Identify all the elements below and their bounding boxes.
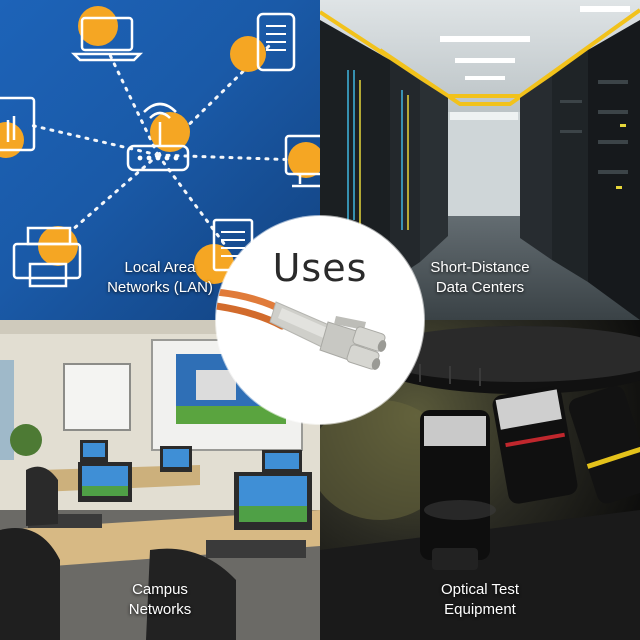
campus-caption-line1: Campus [132, 581, 188, 598]
optical-caption-line2: Equipment [444, 601, 516, 618]
tablet-icon [230, 12, 296, 72]
lan-caption-line1: Local Area [124, 259, 196, 276]
lc-fiber-connector-icon [216, 288, 387, 370]
lan-caption-line2: Networks (LAN) [107, 279, 213, 296]
objective-lens-icon [420, 410, 490, 570]
lan-network-illustration [0, 6, 320, 288]
router-icon [126, 102, 190, 172]
laptop-icon [70, 6, 144, 62]
desktop-monitor-icon [284, 134, 320, 188]
datacenter-caption-line1: Short-Distance [430, 259, 530, 276]
optical-caption-line1: Optical Test [440, 581, 520, 598]
datacenter-caption-line2: Data Centers [435, 279, 525, 296]
printer-icon [12, 226, 82, 288]
touch-screen-icon [0, 96, 36, 158]
center-badge: Uses [216, 216, 424, 424]
datacenter-caption: Short-Distance Data Centers [320, 258, 640, 298]
lan-panel [0, 0, 320, 320]
optical-caption: Optical Test Equipment [320, 580, 640, 620]
uses-title: Uses [272, 246, 368, 290]
campus-caption: Campus Networks [0, 580, 320, 620]
campus-caption-line2: Networks [128, 601, 192, 618]
lan-caption: Local Area Networks (LAN) [0, 258, 320, 298]
